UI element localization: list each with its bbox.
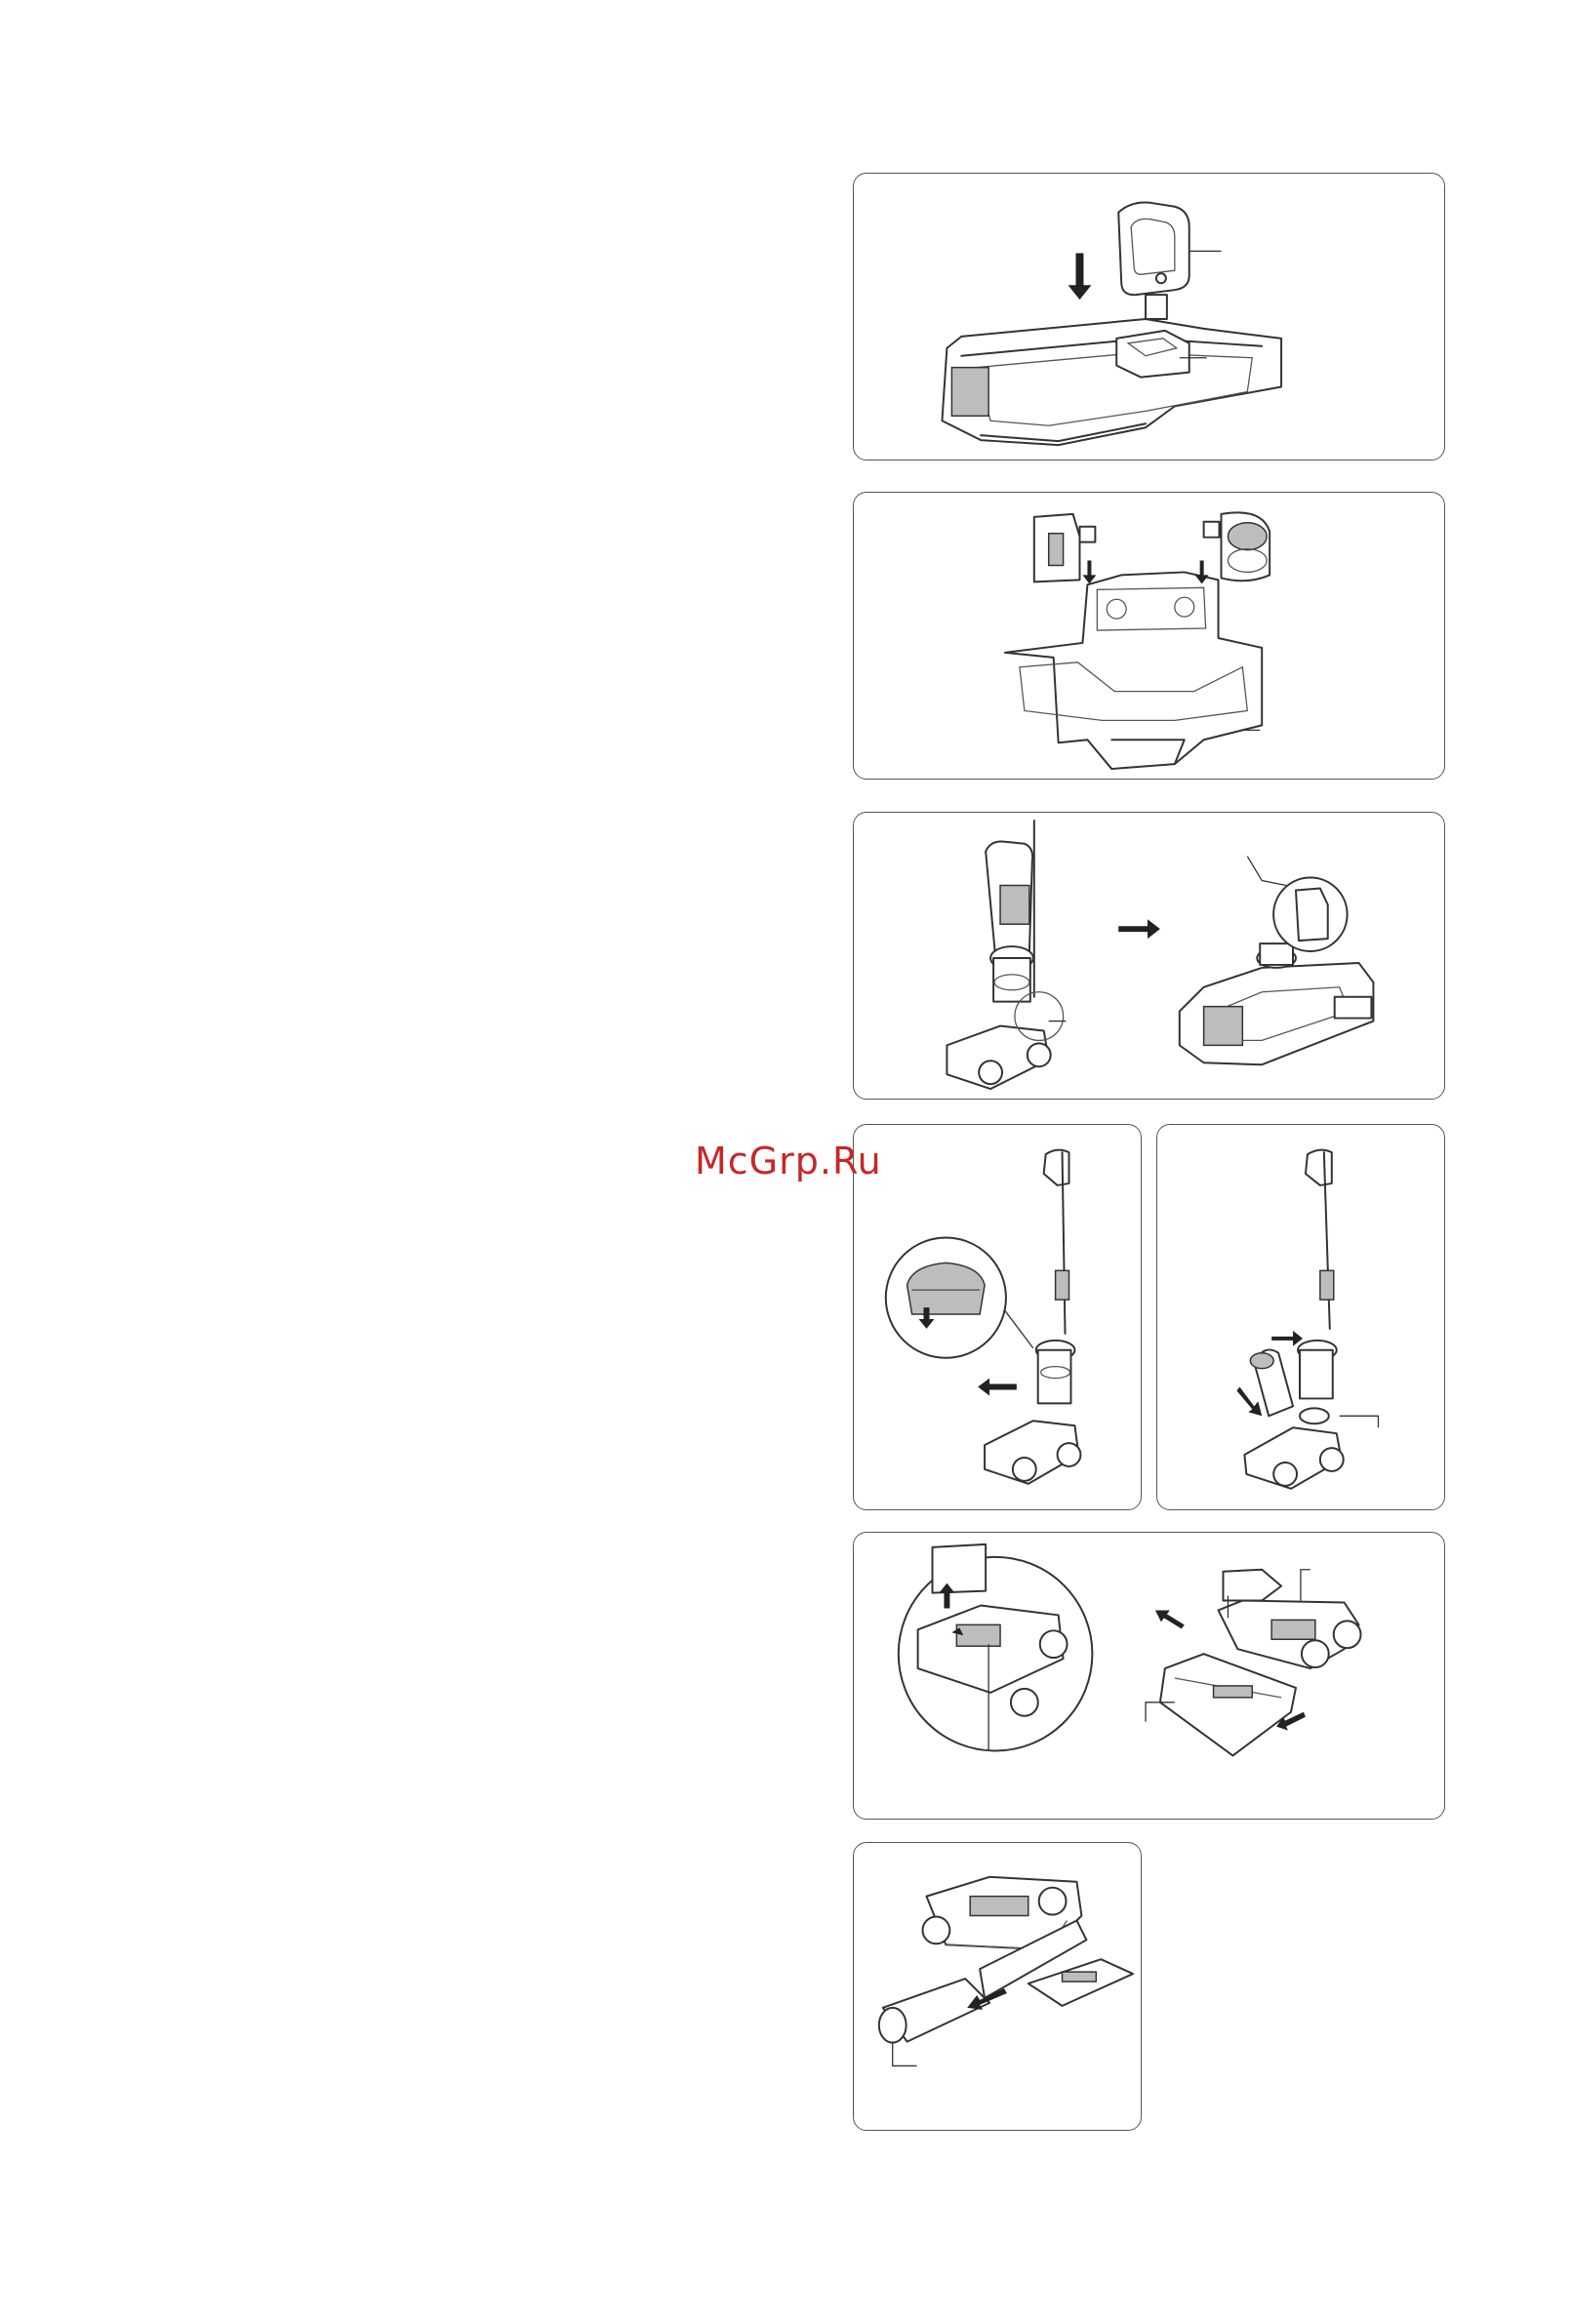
cover-removal-illustration	[854, 1533, 1444, 1819]
station-mount-illustration	[854, 174, 1444, 460]
figure-station-trays	[853, 492, 1445, 780]
figure-station-dock	[853, 173, 1445, 461]
figure-remove-tank	[853, 1124, 1142, 1510]
figure-remove-filter	[1156, 1124, 1445, 1510]
filter-removal-illustration	[1157, 1125, 1444, 1509]
docking-illustration	[854, 813, 1444, 1099]
figure-place-on-station	[853, 812, 1445, 1100]
tank-removal-illustration	[854, 1125, 1141, 1509]
figure-remove-roller	[853, 1842, 1142, 2131]
tray-insert-illustration	[854, 493, 1444, 779]
roller-removal-illustration	[854, 1843, 1141, 2130]
figure-remove-cover	[853, 1532, 1445, 1820]
watermark: McGrp.Ru	[695, 1140, 882, 1182]
station-front-panel	[951, 368, 988, 417]
